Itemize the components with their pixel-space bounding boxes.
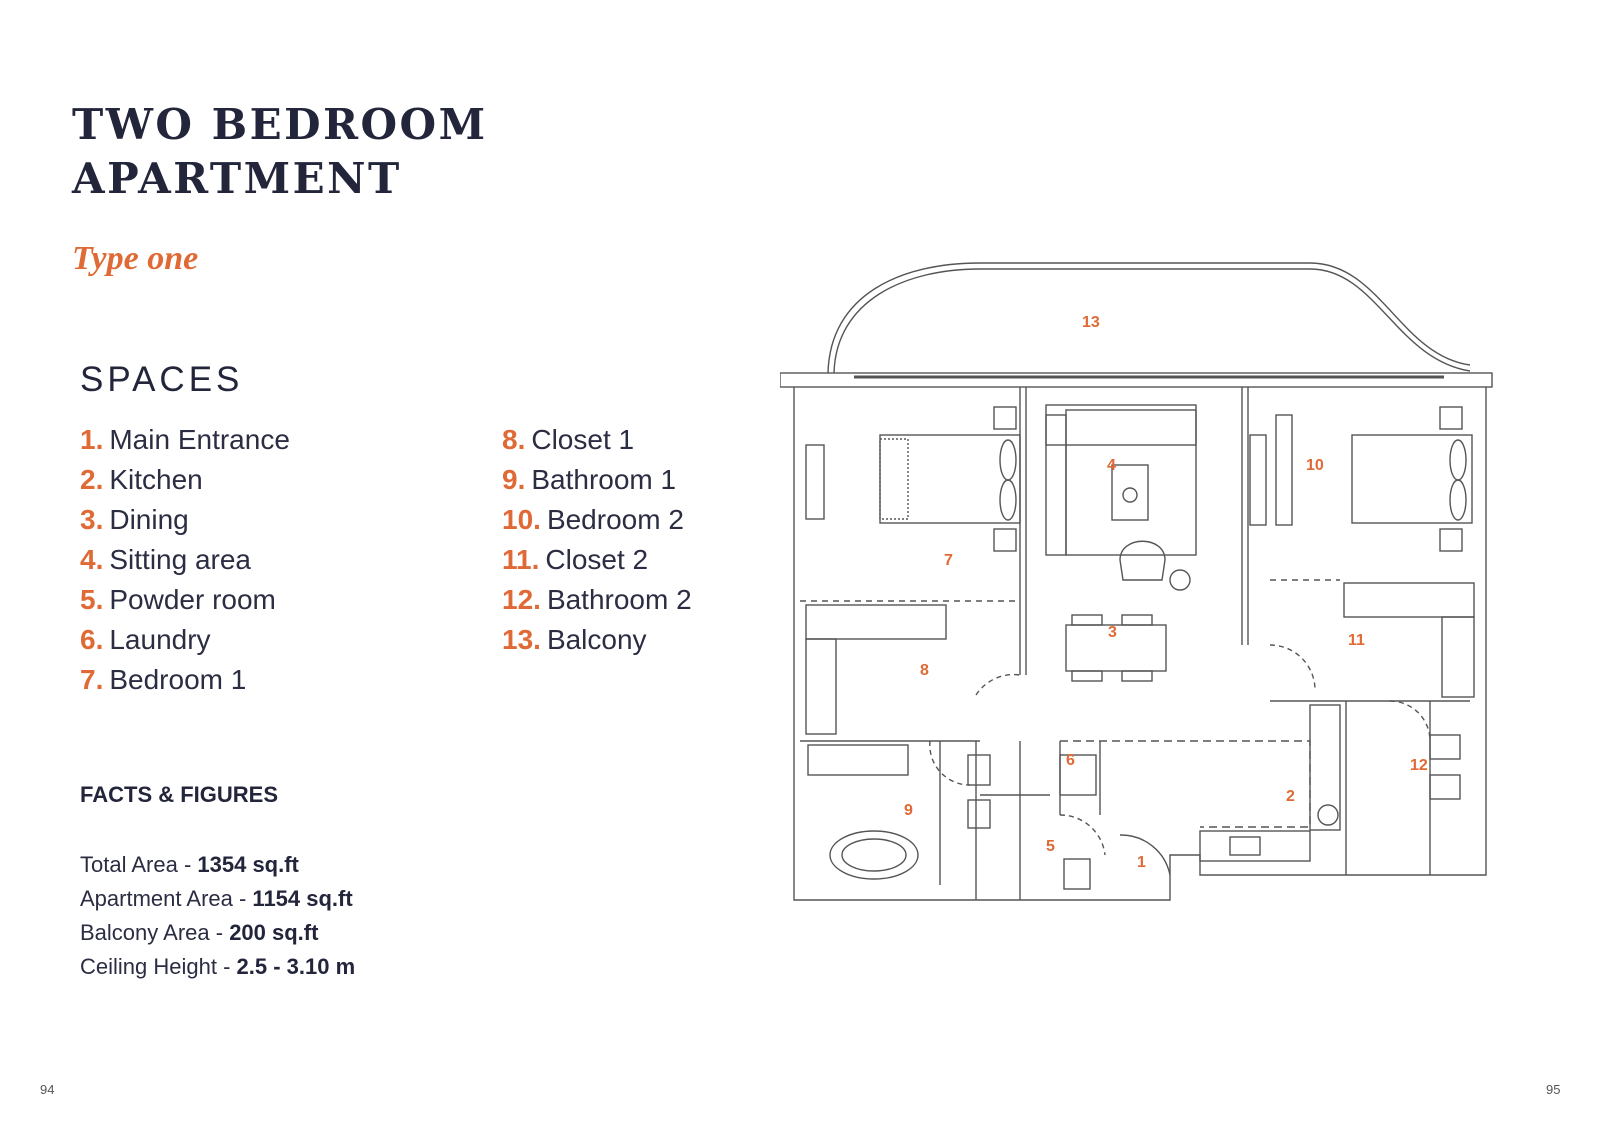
facts-list: Total Area - 1354 sq.ft Apartment Area -…	[80, 848, 355, 984]
sofa-furniture	[1045, 404, 1197, 591]
space-item-3: 3.Dining	[80, 504, 189, 535]
page-number-left: 94	[40, 1082, 55, 1097]
balcony-rail	[827, 262, 1471, 374]
fact-apartment-area: Apartment Area - 1154 sq.ft	[80, 886, 353, 911]
title-line-2: APARTMENT	[72, 154, 402, 203]
bed-2-furniture	[1351, 406, 1473, 552]
room-label-11: 11	[1348, 632, 1365, 649]
spaces-list-right: 8.Closet 1 9.Bathroom 1 10.Bedroom 2 11.…	[502, 420, 692, 660]
space-item-1: 1.Main Entrance	[80, 424, 290, 455]
fact-balcony-area: Balcony Area - 200 sq.ft	[80, 920, 319, 945]
space-item-6: 6.Laundry	[80, 624, 211, 655]
room-label-8: 8	[920, 662, 929, 679]
space-item-7: 7.Bedroom 1	[80, 664, 247, 695]
dining-table	[1065, 614, 1167, 682]
room-label-1: 1	[1137, 854, 1146, 871]
space-item-10: 10.Bedroom 2	[502, 504, 684, 535]
space-item-13: 13.Balcony	[502, 624, 647, 655]
room-label-13: 13	[1082, 314, 1100, 331]
exterior-wall	[793, 387, 1487, 901]
fact-total-area: Total Area - 1354 sq.ft	[80, 852, 299, 877]
space-item-9: 9.Bathroom 1	[502, 464, 677, 495]
space-item-2: 2.Kitchen	[80, 464, 203, 495]
room-label-12: 12	[1410, 757, 1428, 774]
room-label-10: 10	[1306, 457, 1324, 474]
vanity	[807, 744, 909, 776]
wardrobe-1	[805, 604, 947, 640]
wall-bath2	[1270, 700, 1470, 875]
spaces-list-left: 1.Main Entrance 2.Kitchen 3.Dining 4.Sit…	[80, 420, 290, 700]
door-arc-entry	[1119, 834, 1171, 876]
wardrobe-2	[1343, 582, 1475, 618]
wall-kitchen	[1060, 740, 1311, 828]
room-labels: 13 4 10 7 3 11 8 6 12 2 9 5 1	[904, 314, 1428, 871]
wall-core	[975, 741, 1101, 900]
bathtub	[829, 830, 919, 880]
space-item-5: 5.Powder room	[80, 584, 276, 615]
room-label-7: 7	[944, 552, 953, 569]
floor-plan: 13 4 10 7 3 11 8 6 12 2 9 5 1	[780, 262, 1493, 901]
page-number-right: 95	[1546, 1082, 1561, 1097]
room-label-4: 4	[1107, 457, 1116, 474]
room-label-3: 3	[1108, 624, 1117, 641]
page-title: TWO BEDROOM APARTMENT	[72, 98, 488, 206]
fact-ceiling-height: Ceiling Height - 2.5 - 3.10 m	[80, 954, 356, 979]
title-line-1: TWO BEDROOM	[72, 100, 488, 149]
space-item-12: 12.Bathroom 2	[502, 584, 692, 615]
room-label-5: 5	[1046, 838, 1055, 855]
kitchen-counter	[1309, 704, 1341, 831]
room-label-9: 9	[904, 802, 913, 819]
space-item-11: 11.Closet 2	[502, 544, 649, 575]
window-wall	[780, 372, 1493, 388]
room-label-6: 6	[1066, 752, 1075, 769]
space-item-8: 8.Closet 1	[502, 424, 635, 455]
spaces-heading: SPACES	[80, 360, 244, 399]
space-item-4: 4.Sitting area	[80, 544, 251, 575]
apartment-type: Type one	[72, 240, 199, 277]
room-label-2: 2	[1286, 788, 1295, 805]
wall-bath1	[800, 740, 1050, 885]
bed-1-furniture	[879, 406, 1021, 552]
facts-heading: FACTS & FIGURES	[80, 782, 279, 807]
